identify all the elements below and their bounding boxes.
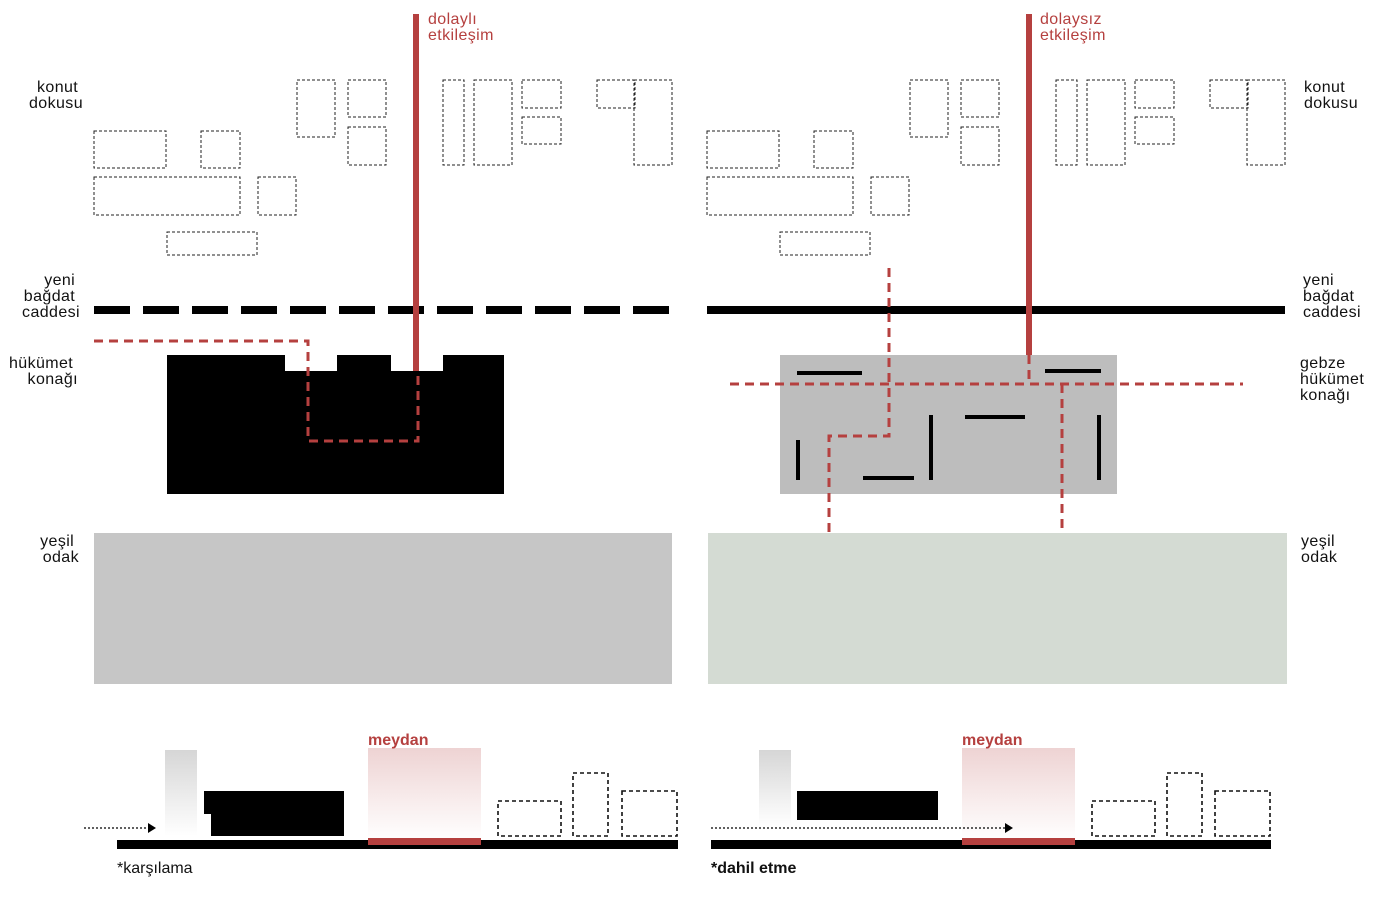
section-building xyxy=(797,791,938,820)
residential-block xyxy=(706,176,854,216)
residential-block xyxy=(960,126,1000,166)
right-panel: konut dokusu yeni bağdat caddesi gebze h… xyxy=(706,11,1369,877)
label-street: yeni bağdat caddesi xyxy=(1303,272,1361,321)
square-label: meydan xyxy=(962,732,1022,749)
green-focus-area xyxy=(708,533,1287,684)
residential-block xyxy=(1209,79,1249,109)
residential-fabric xyxy=(93,79,673,256)
label-residential: konut dokusu xyxy=(29,79,83,112)
section-residential-block xyxy=(1091,800,1156,837)
residential-block xyxy=(473,79,513,166)
residential-block xyxy=(909,79,949,138)
residential-block xyxy=(1134,116,1175,145)
interaction-label: dolaylı etkileşim xyxy=(428,11,494,44)
residential-block xyxy=(347,126,387,166)
residential-block xyxy=(779,231,871,256)
section-square-ground xyxy=(962,838,1075,845)
green-focus-area xyxy=(94,533,672,684)
residential-block xyxy=(93,176,241,216)
section-drawing: meydan *karşılama xyxy=(84,732,678,877)
section-square xyxy=(962,748,1075,840)
residential-block xyxy=(347,79,387,118)
section-residential-block xyxy=(1214,790,1271,837)
interaction-label: dolaysız etkileşim xyxy=(1040,11,1107,44)
section-residential-block xyxy=(621,790,678,837)
residential-block xyxy=(93,130,167,169)
section-square xyxy=(368,748,481,840)
residential-block xyxy=(521,79,562,109)
residential-block xyxy=(200,130,241,169)
label-building: hükümet konağı xyxy=(9,355,78,388)
label-building: gebze hükümet konağı xyxy=(1300,355,1369,404)
section-drawing: meydan *dahil etme xyxy=(711,732,1271,877)
residential-block xyxy=(870,176,910,216)
residential-block xyxy=(1086,79,1126,166)
residential-block xyxy=(1134,79,1175,109)
section-tower xyxy=(759,750,791,826)
street-line-solid xyxy=(707,306,1285,314)
interaction-axis xyxy=(1026,14,1032,355)
arrow-head-icon xyxy=(148,823,156,833)
residential-block xyxy=(960,79,1000,118)
government-building xyxy=(167,355,504,494)
section-square-ground xyxy=(368,838,481,845)
residential-block xyxy=(1055,79,1078,166)
label-residential: konut dokusu xyxy=(1304,79,1358,112)
section-caption: *karşılama xyxy=(117,860,193,877)
label-green: yeşil odak xyxy=(40,533,79,566)
interaction-axis xyxy=(413,14,419,371)
left-panel: konut dokusu yeni bağdat caddesi hükümet… xyxy=(9,11,678,877)
residential-block xyxy=(166,231,258,256)
section-residential-block xyxy=(1166,772,1203,837)
section-residential-block xyxy=(497,800,562,837)
label-green: yeşil odak xyxy=(1301,533,1340,566)
label-street: yeni bağdat caddesi xyxy=(22,272,80,321)
section-tower xyxy=(165,750,197,836)
residential-block xyxy=(813,130,854,169)
residential-fabric xyxy=(706,79,1286,256)
residential-block xyxy=(633,79,673,166)
building-walls xyxy=(796,369,1101,480)
residential-block xyxy=(442,79,465,166)
residential-block xyxy=(296,79,336,138)
residential-block xyxy=(1246,79,1286,166)
residential-block xyxy=(596,79,636,109)
residential-block xyxy=(521,116,562,145)
government-building xyxy=(780,355,1117,494)
section-residential-block xyxy=(572,772,609,837)
section-building xyxy=(204,791,344,836)
interaction-route xyxy=(827,268,891,580)
section-caption: *dahil etme xyxy=(711,860,796,877)
interaction-route xyxy=(94,339,420,443)
square-label: meydan xyxy=(368,732,428,749)
residential-block xyxy=(257,176,297,216)
residential-block xyxy=(706,130,780,169)
arrow-head-icon xyxy=(1005,823,1013,833)
